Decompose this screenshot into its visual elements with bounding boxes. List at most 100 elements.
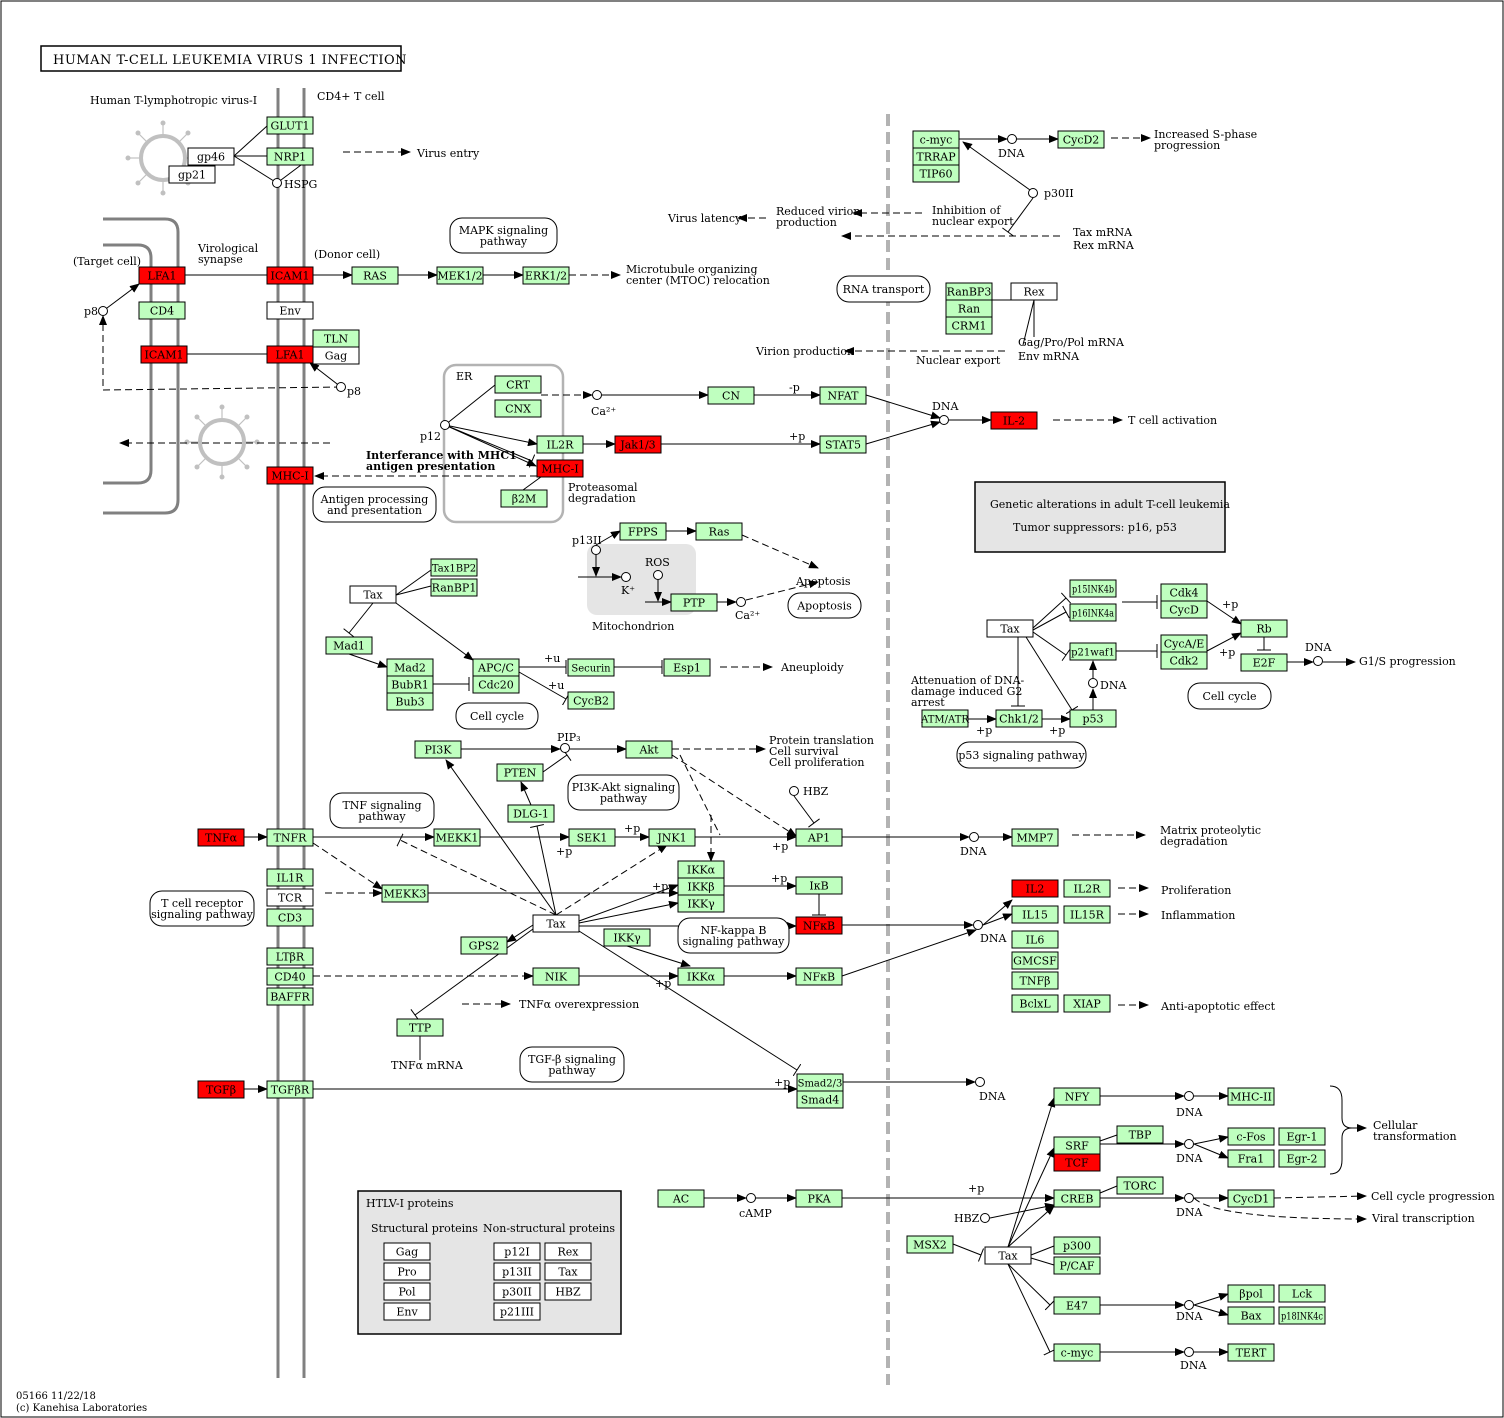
- gene-box-i-b[interactable]: IκB: [795, 876, 843, 895]
- compound-ca[interactable]: Ca²⁺: [591, 390, 616, 419]
- gene-box-mekk1[interactable]: MEKK1: [433, 828, 481, 847]
- gene-box-gag[interactable]: Gag: [312, 346, 360, 365]
- gene-box-ac[interactable]: AC: [657, 1189, 705, 1208]
- gene-box-fra1[interactable]: Fra1: [1227, 1149, 1275, 1168]
- gene-box-rb[interactable]: Rb: [1240, 619, 1288, 638]
- gene-box-jak1-3[interactable]: Jak1/3: [614, 435, 662, 454]
- gene-box-cdk4[interactable]: Cdk4: [1160, 583, 1208, 602]
- gene-box-il2r[interactable]: IL2R: [536, 435, 584, 454]
- gene-box-bub3[interactable]: Bub3: [386, 692, 434, 711]
- gene-box-tcr[interactable]: TCR: [266, 888, 314, 907]
- gene-box-ikk[interactable]: IKKα: [677, 967, 725, 986]
- gene-box-il2r[interactable]: IL2R: [1063, 879, 1111, 898]
- compound-p12[interactable]: p12: [420, 420, 450, 444]
- gene-box-nfy[interactable]: NFY: [1053, 1087, 1101, 1106]
- gene-box-p16ink4a[interactable]: p16INK4a: [1069, 603, 1117, 622]
- gene-box-mad1[interactable]: Mad1: [325, 636, 373, 655]
- compound-pip[interactable]: PIP₃: [557, 731, 581, 753]
- gene-box-pol[interactable]: Pol: [383, 1282, 431, 1301]
- gene-box-torc[interactable]: TORC: [1116, 1176, 1164, 1195]
- gene-box-creb[interactable]: CREB: [1053, 1189, 1101, 1208]
- gene-box-mad2[interactable]: Mad2: [386, 658, 434, 677]
- gene-box-lfa1[interactable]: LFA1: [138, 266, 186, 285]
- gene-box-egr-1[interactable]: Egr-1: [1278, 1127, 1326, 1146]
- gene-box-il6[interactable]: IL6: [1011, 930, 1059, 949]
- gene-box-gp46[interactable]: gp46: [187, 147, 235, 166]
- gene-box-lck[interactable]: Lck: [1278, 1284, 1326, 1303]
- compound-k[interactable]: K⁺: [621, 572, 635, 598]
- gene-box-p12i[interactable]: p12I: [493, 1242, 541, 1261]
- gene-box-tax[interactable]: Tax: [986, 619, 1034, 638]
- gene-box-icam1[interactable]: ICAM1: [140, 345, 188, 364]
- gene-box-2m[interactable]: β2M: [500, 489, 548, 508]
- gene-box-pten[interactable]: PTEN: [496, 763, 544, 782]
- gene-box-tnf[interactable]: TNFα: [197, 828, 245, 847]
- gene-box-cdk2[interactable]: Cdk2: [1160, 651, 1208, 670]
- gene-box-pi3k[interactable]: PI3K: [414, 740, 462, 759]
- gene-box-gp21[interactable]: gp21: [168, 165, 216, 184]
- gene-box-p53[interactable]: p53: [1069, 709, 1117, 728]
- gene-box-ikk[interactable]: IKKα: [677, 860, 725, 879]
- gene-box-rex[interactable]: Rex: [1010, 282, 1058, 301]
- gene-box-ranbp3[interactable]: RanBP3: [945, 282, 993, 301]
- compound-dna[interactable]: DNA: [1305, 641, 1332, 666]
- gene-box-lfa1[interactable]: LFA1: [266, 345, 314, 364]
- gene-box-tip60[interactable]: TIP60: [912, 164, 960, 183]
- gene-box-securin[interactable]: Securin: [567, 658, 615, 677]
- gene-box-tax[interactable]: Tax: [544, 1262, 592, 1281]
- gene-box-apc-c[interactable]: APC/C: [472, 658, 520, 677]
- compound-ros[interactable]: ROS: [645, 556, 670, 580]
- gene-box-p13ii[interactable]: p13II: [493, 1262, 541, 1281]
- gene-box-bubr1[interactable]: BubR1: [386, 675, 434, 694]
- gene-box-env[interactable]: Env: [383, 1302, 431, 1321]
- gene-box-mhc-i[interactable]: MHC-I: [536, 459, 584, 478]
- compound-dna[interactable]: DNA: [932, 400, 959, 425]
- gene-box-esp1[interactable]: Esp1: [663, 658, 711, 677]
- gene-box-chk1-2[interactable]: Chk1/2: [995, 709, 1043, 728]
- gene-box-mhc-ii[interactable]: MHC-II: [1227, 1087, 1275, 1106]
- gene-box-tcf[interactable]: TCF: [1053, 1153, 1101, 1172]
- gene-box-tax1bp2[interactable]: Tax1BP2: [430, 558, 478, 577]
- gene-box-crm1[interactable]: CRM1: [945, 316, 993, 335]
- compound-hbz[interactable]: HBZ: [789, 785, 829, 798]
- compound-dna[interactable]: DNA: [998, 134, 1025, 161]
- compound-dna[interactable]: DNA: [1176, 1193, 1203, 1220]
- gene-box-cdc20[interactable]: Cdc20: [472, 675, 520, 694]
- gene-box-jnk1[interactable]: JNK1: [648, 828, 696, 847]
- gene-box-nfat[interactable]: NFAT: [819, 386, 867, 405]
- gene-box-gps2[interactable]: GPS2: [460, 936, 508, 955]
- gene-box-hbz[interactable]: HBZ: [544, 1282, 592, 1301]
- gene-box-gmcsf[interactable]: GMCSF: [1011, 951, 1059, 970]
- gene-box-pro[interactable]: Pro: [383, 1262, 431, 1281]
- gene-box-pol[interactable]: βpol: [1227, 1284, 1275, 1303]
- gene-box-bclxl[interactable]: BclxL: [1011, 994, 1059, 1013]
- gene-box-cd4[interactable]: CD4: [138, 301, 186, 320]
- gene-box-cd3[interactable]: CD3: [266, 908, 314, 927]
- gene-box-gag[interactable]: Gag: [383, 1242, 431, 1261]
- gene-box-glut1[interactable]: GLUT1: [266, 116, 314, 135]
- gene-box-srf[interactable]: SRF: [1053, 1136, 1101, 1155]
- gene-box-tnf[interactable]: TNFβ: [1011, 971, 1059, 990]
- gene-box-e2f[interactable]: E2F: [1240, 653, 1288, 672]
- gene-box-stat5[interactable]: STAT5: [819, 435, 867, 454]
- gene-box-il2[interactable]: IL2: [1011, 879, 1059, 898]
- gene-box-sek1[interactable]: SEK1: [568, 828, 616, 847]
- gene-box-fpps[interactable]: FPPS: [619, 522, 667, 541]
- gene-box-cnx[interactable]: CNX: [494, 399, 542, 418]
- gene-box-ranbp1[interactable]: RanBP1: [430, 578, 478, 597]
- gene-box-nf-b[interactable]: NFκB: [795, 916, 843, 935]
- gene-box-egr-2[interactable]: Egr-2: [1278, 1149, 1326, 1168]
- gene-box-atm-atr[interactable]: ATM/ATR: [920, 709, 969, 728]
- gene-box-akt[interactable]: Akt: [625, 740, 673, 759]
- gene-box-cn[interactable]: CN: [707, 386, 755, 405]
- gene-box-tgf[interactable]: TGFβ: [197, 1080, 245, 1099]
- gene-box-ikk[interactable]: IKKβ: [677, 877, 725, 896]
- gene-box-il-2[interactable]: IL-2: [990, 411, 1038, 430]
- gene-box-cycd1[interactable]: CycD1: [1227, 1189, 1275, 1208]
- compound-dna[interactable]: DNA: [1176, 1091, 1203, 1120]
- gene-box-cycb2[interactable]: CycB2: [567, 691, 615, 710]
